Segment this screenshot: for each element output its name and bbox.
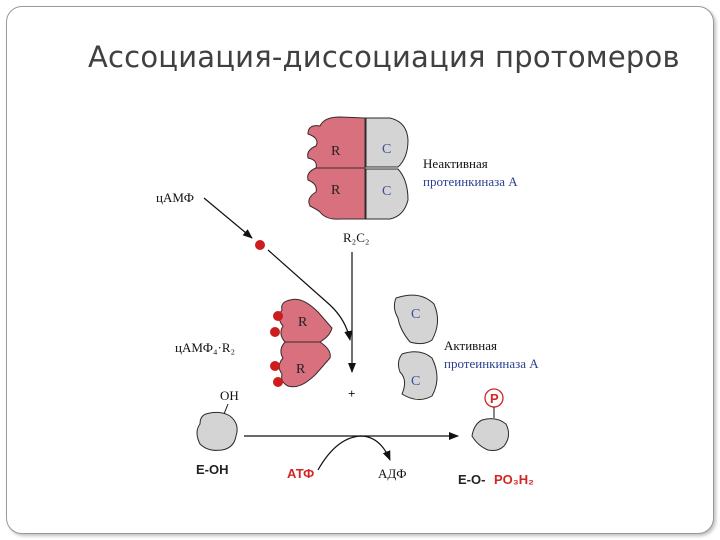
- r-dimer-label-bottom: R: [296, 362, 306, 377]
- camp-label: цАМФ: [156, 190, 194, 205]
- r-subunit-bottom: [307, 167, 366, 220]
- r-label-top: R: [331, 144, 341, 159]
- c-subunit-bottom: [365, 168, 409, 220]
- camp-dot-2: [270, 327, 280, 337]
- atp-label: АТФ: [287, 466, 314, 481]
- inactive-label-line1: Неактивная: [423, 156, 488, 171]
- c-label-bottom: C: [382, 184, 391, 199]
- free-c-label-bottom: C: [411, 374, 420, 389]
- camp4r2-label: цАМФ₄·R₂: [175, 340, 235, 355]
- r-subunit-top: [307, 116, 366, 169]
- camp-dot-3: [270, 361, 280, 371]
- r-dimer-top: [278, 298, 333, 343]
- adp-label: АДФ: [378, 466, 407, 481]
- free-c-label-top: C: [411, 307, 420, 322]
- c-label-top: C: [382, 142, 391, 157]
- inactive-label-line2: протеинкиназа А: [423, 174, 518, 189]
- product-prefix: E-O-: [458, 472, 485, 487]
- slide-frame: [6, 6, 714, 534]
- camp-dot-4: [273, 377, 283, 387]
- product-suffix: PO₃H₂: [494, 472, 534, 487]
- camp-dot: [255, 240, 265, 250]
- free-c-subunit-bottom: [397, 351, 438, 400]
- eoh-label: E-OH: [196, 462, 229, 477]
- r-dimer-bottom: [278, 341, 331, 388]
- active-label-line1: Активная: [444, 338, 497, 353]
- substrate-protein: [196, 411, 238, 451]
- plus-sign: +: [348, 386, 355, 401]
- camp-dot-1: [273, 311, 283, 321]
- oh-label: OH: [220, 388, 239, 403]
- phosphorylated-protein: [471, 418, 510, 451]
- r2c2-label: R₂C₂: [343, 230, 369, 245]
- active-label-line2: протеинкиназа А: [444, 356, 539, 371]
- free-c-subunit-top: [393, 294, 438, 345]
- phosphate-label: P: [490, 391, 499, 406]
- slide-title: Ассоциация-диссоциация протомеров: [88, 40, 680, 74]
- r-dimer-label-top: R: [298, 315, 308, 330]
- r-label-bottom: R: [331, 183, 341, 198]
- c-subunit-top: [365, 117, 409, 168]
